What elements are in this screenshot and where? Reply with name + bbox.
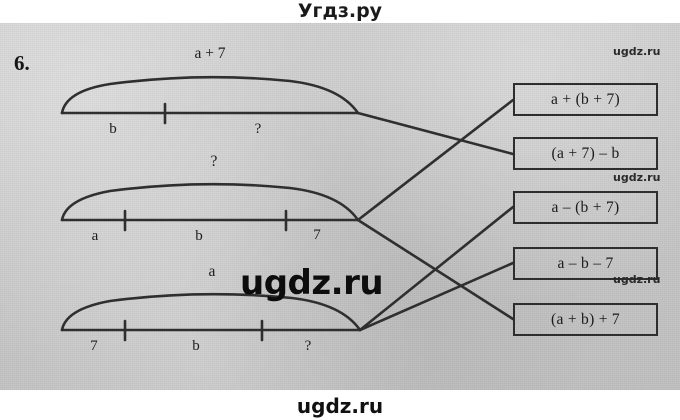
connector-bar3-to-box3 xyxy=(358,205,515,332)
bar-1-segment-label-1: b xyxy=(109,121,117,137)
bar-2-brace xyxy=(60,182,360,222)
expression-box-4-text: a – b – 7 xyxy=(557,254,614,272)
expression-box-2[interactable]: (a + 7) – b xyxy=(513,137,658,170)
expression-box-5[interactable]: (a + b) + 7 xyxy=(513,303,658,336)
scanned-page: 6. xyxy=(0,23,680,390)
expression-box-5-text: (a + b) + 7 xyxy=(551,310,620,328)
expression-box-2-text: (a + 7) – b xyxy=(551,144,620,162)
bar-3-segment-label-1: 7 xyxy=(90,338,98,354)
site-title: Угдз.ру xyxy=(297,0,383,22)
connector-bar1-to-box2 xyxy=(356,111,515,156)
diagram-drawing xyxy=(60,75,515,342)
expression-box-3[interactable]: a – (b + 7) xyxy=(513,191,658,224)
watermark-lower-right: ugdz.ru xyxy=(613,273,661,286)
bar-2-segment-label-2: b xyxy=(195,228,203,244)
bar-3-brace-label: a xyxy=(208,263,216,280)
bar-1-brace-label: a + 7 xyxy=(194,45,226,62)
expression-box-4[interactable]: a – b – 7 xyxy=(513,247,658,280)
watermark-center: ugdz.ru xyxy=(240,263,384,303)
connector-bar2-to-box1 xyxy=(356,98,515,222)
bar-1-brace xyxy=(60,75,360,115)
bar-2-segment-label-3: 7 xyxy=(313,227,321,243)
expression-box-1-text: a + (b + 7) xyxy=(551,90,620,108)
header-strip: Угдз.ру xyxy=(0,0,680,23)
bar-3-segment-label-2: b xyxy=(192,338,200,354)
expression-box-3-text: a – (b + 7) xyxy=(551,198,620,216)
exercise-number: 6. xyxy=(14,51,30,75)
bar-1-segment-label-2: ? xyxy=(254,121,262,137)
expression-box-1[interactable]: a + (b + 7) xyxy=(513,83,658,116)
bar-3-segment-label-3: ? xyxy=(304,338,312,354)
connector-bar3-to-box4 xyxy=(358,261,515,332)
footer-strip: ugdz.ru xyxy=(0,390,680,420)
watermark-middle-right: ugdz.ru xyxy=(613,171,661,184)
bar-3-brace xyxy=(60,292,362,332)
bar-2-segment-label-1: a xyxy=(91,228,99,244)
watermark-top-right: ugdz.ru xyxy=(613,45,661,58)
footer-site-title: ugdz.ru xyxy=(296,394,384,418)
bar-2-brace-label: ? xyxy=(210,153,218,170)
